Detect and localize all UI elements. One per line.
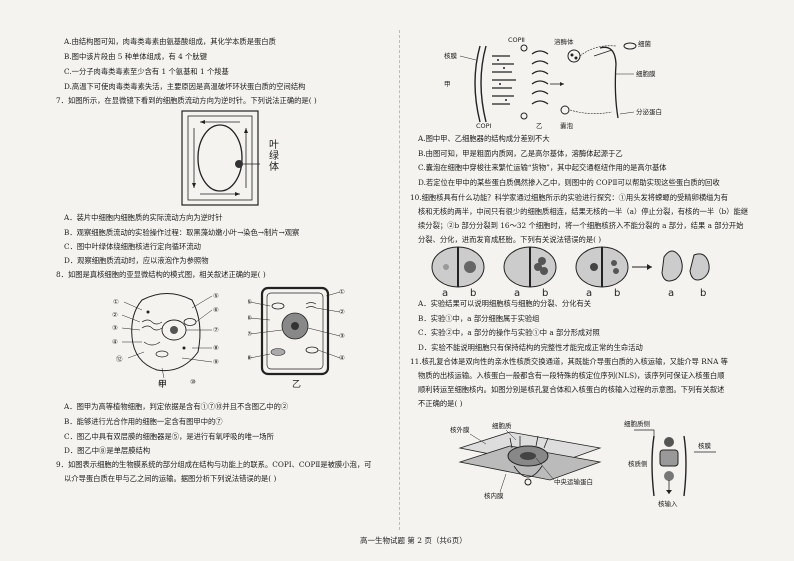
svg-text:④: ④	[339, 354, 345, 362]
svg-text:b: b	[470, 288, 476, 297]
q11-figure-import: 细胞质侧 核质侧 核膜 核输入	[624, 419, 716, 508]
svg-text:⑤: ⑤	[248, 298, 252, 306]
svg-text:②: ②	[339, 308, 345, 316]
q8-stem: 8．如图是真核细胞的亚显微结构的模式图，相关叙述正确的是( )	[56, 270, 266, 279]
column-divider	[399, 30, 400, 530]
svg-text:甲: 甲	[444, 80, 451, 88]
q7-option-d: D．观察细胞质流动时，应以液泡作为参照物	[64, 256, 209, 265]
svg-text:⑫: ⑫	[116, 355, 123, 363]
svg-text:b: b	[614, 288, 620, 297]
svg-text:核内膜: 核内膜	[484, 491, 504, 500]
svg-text:核质侧: 核质侧	[628, 459, 648, 468]
q9-stem-line2: 以介导蛋白质在甲与乙之间的运输。据图分析下列说法错误的是( )	[64, 474, 277, 483]
svg-text:溶酶体: 溶酶体	[554, 37, 574, 46]
svg-text:COPⅡ: COPⅡ	[508, 36, 525, 44]
q8-figure-jia: ① ② ③ ④ ⑫ ⑤ ⑥ ⑦ ⑧ ⑨ ⑩ ⑪	[112, 292, 219, 388]
svg-text:⑥: ⑥	[248, 314, 252, 322]
q8-fig-name-yi: 乙	[292, 380, 302, 390]
q8-option-b: B．能够进行光合作用的细胞一定含有图甲中的⑦	[64, 417, 223, 426]
svg-text:⑨: ⑨	[213, 358, 219, 366]
q10-option-c: C．实验②中，a 部分的操作与实验①中 a 部分形成对照	[418, 328, 600, 337]
q9-option-a: A.图中甲、乙细胞器的结构成分差别不大	[418, 134, 550, 143]
svg-text:⑥: ⑥	[213, 306, 219, 314]
q6-option-d: D.高温下可使肉毒类毒素失活，主要原因是高温破坏环状蛋白质的空间结构	[64, 82, 306, 91]
q8-option-d: D．图乙中⑧是单层膜结构	[64, 446, 151, 455]
q10-stem-line2: 核和无核的两半，中间只有很少的细胞质相连，结果无核的一半（a）停止分裂，有核的一…	[418, 207, 749, 216]
q10-stem-line1: 10.细胞核具有什么功能？科学家通过细胞所示的实验进行探究：①用头发将蝾螈的受精…	[410, 193, 729, 202]
q8-option-c: C．图乙中具有双层膜的细胞器是⑤，是进行有氧呼吸的唯一场所	[64, 432, 274, 441]
svg-text:乙: 乙	[536, 122, 543, 130]
q10-option-a: A．实验结果可以说明细胞核与细胞的分裂、分化有关	[418, 299, 592, 308]
svg-text:③: ③	[339, 332, 345, 340]
q7-option-a: A．装片中细胞内细胞质的实际流动方向为逆时针	[64, 213, 223, 222]
svg-text:a: a	[586, 288, 592, 297]
q8-fig-name-jia: 甲	[158, 380, 168, 390]
page-footer: 高一生物试题 第 2 页（共6页）	[360, 536, 467, 545]
svg-text:⑩: ⑩	[190, 378, 196, 386]
svg-text:细胞膜: 细胞膜	[636, 69, 656, 78]
svg-text:①: ①	[339, 288, 345, 296]
svg-text:⑦: ⑦	[213, 326, 219, 334]
svg-text:b: b	[542, 288, 548, 297]
svg-text:细胞质: 细胞质	[492, 421, 512, 430]
svg-text:b: b	[700, 288, 706, 297]
svg-text:a: a	[514, 288, 520, 297]
q11-stem-line4: 不正确的是( )	[418, 399, 463, 408]
q11-figure-pore: 核外膜 细胞质 中央运输蛋白 核内膜	[450, 421, 602, 500]
svg-text:③: ③	[112, 324, 118, 332]
svg-text:细胞质侧: 细胞质侧	[624, 419, 650, 428]
q7-figure	[181, 110, 260, 206]
svg-text:⑧: ⑧	[248, 354, 252, 362]
q7-option-b: B．观察细胞质流动的实验操作过程：取黑藻幼嫩小叶→染色→制片→观察	[64, 228, 300, 237]
svg-text:囊泡: 囊泡	[560, 121, 574, 130]
q7-chloroplast-label: 叶绿体	[269, 140, 279, 173]
svg-text:a: a	[442, 288, 448, 297]
svg-text:分泌蛋白: 分泌蛋白	[636, 107, 662, 116]
q10-figure: a b a b a b a b	[431, 246, 710, 297]
q10-stem-line3: 续分裂；②b 部分分裂到 16～32 个细胞时，将一个细胞核挤入不能分裂的 a …	[418, 221, 744, 230]
svg-text:①: ①	[113, 298, 119, 306]
svg-text:⑤: ⑤	[213, 292, 219, 300]
q11-stem-line2: 物质的出核运输。入核蛋白一般都含有一段特殊的核定位序列(NLS)，该序列可保证入…	[418, 371, 725, 380]
svg-text:COPⅠ: COPⅠ	[476, 122, 492, 130]
q9-stem-line1: 9．如图表示细胞的生物膜系统的部分组成在结构与功能上的联系。COPⅠ、COPⅡ是…	[56, 460, 372, 469]
q8-option-a: A．图甲为高等植物细胞，判定依据是含有①⑦⑩并且不含图乙中的②	[64, 402, 289, 411]
q6-option-b: B.图中该片段由 5 种单体组成，有 4 个肽键	[64, 52, 207, 61]
q6-option-a: A.由结构图可知，肉毒类毒素由氨基酸组成，其化学本质是蛋白质	[64, 37, 276, 46]
svg-text:②: ②	[112, 311, 118, 319]
q8-figure-yi: ⑤ ⑥ ⑦ ⑧ ① ② ③ ④	[248, 286, 345, 376]
svg-text:⑧: ⑧	[213, 344, 219, 352]
q11-stem-line1: 11.核孔复合体是双向性的亲水性核质交换通道，其既能介导蛋白质的入核运输，又能介…	[410, 357, 728, 366]
svg-text:核膜: 核膜	[444, 51, 458, 60]
q9-option-c: C.囊泡在细胞中穿梭往来繁忙运输“货物”，其中起交通枢纽作用的是高尔基体	[418, 163, 667, 172]
q7-option-c: C．图中叶绿体绕细胞核进行定向循环流动	[64, 242, 201, 251]
q9-option-d: D.若定位在甲中的某些蛋白质偶然掺入乙中，则图中的 COPⅡ可以帮助实现这些蛋白…	[418, 178, 720, 187]
svg-text:细菌: 细菌	[638, 39, 652, 48]
svg-text:核外膜: 核外膜	[450, 425, 470, 434]
q6-option-c: C.一分子肉毒类毒素至少含有 1 个氨基和 1 个羧基	[64, 67, 229, 76]
q9-figure: 核膜 COPⅡ 溶酶体 细菌 细胞膜 甲 COPⅠ 乙 囊泡 分泌蛋白	[444, 36, 662, 130]
svg-text:核膜: 核膜	[698, 441, 712, 450]
svg-text:⑦: ⑦	[248, 330, 252, 338]
svg-text:核输入: 核输入	[658, 499, 678, 508]
svg-text:④: ④	[112, 338, 118, 346]
svg-text:中央运输蛋白: 中央运输蛋白	[554, 477, 593, 486]
q7-stem: 7．如图所示，在显微镜下看到的细胞质流动方向为逆时针。下列说法正确的是( )	[56, 96, 317, 105]
q9-option-b: B.由图可知，甲是粗面内质网，乙是高尔基体，溶酶体起源于乙	[418, 149, 623, 158]
svg-text:a: a	[668, 288, 674, 297]
q10-option-b: B．实验①中，a 部分细胞属于实验组	[418, 314, 540, 323]
q11-stem-line3: 顺利转运至细胞核内。如图分别是核孔复合体和入核蛋白的核输入过程的示意图。下列有关…	[418, 385, 725, 394]
svg-text:⑪: ⑪	[158, 380, 165, 388]
q10-option-d: D．实验不能说明细胞只有保持结构的完整性才能完成正常的生命活动	[418, 343, 643, 352]
q10-stem-line4: 分裂、分化，进而发育成胚胎。下列有关说法错误的是( )	[418, 235, 602, 244]
